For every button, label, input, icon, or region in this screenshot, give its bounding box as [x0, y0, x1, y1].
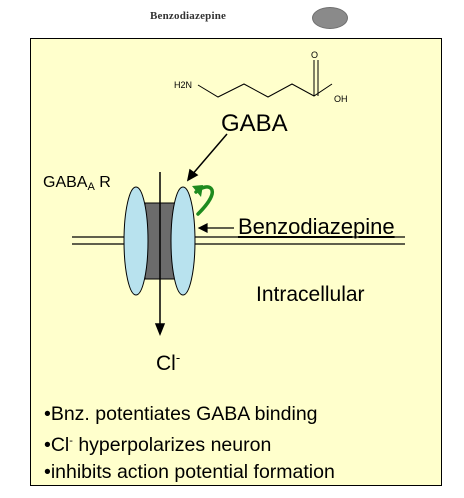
gaba-binding-arrow [186, 133, 228, 182]
benzodiazepine-label: Benzodiazepine [238, 214, 395, 239]
intracellular-label: Intracellular [256, 283, 365, 306]
chloride-label: Cl- [156, 350, 180, 376]
chloride-label-charge: - [175, 350, 181, 365]
receptor-label: GABAA R [43, 174, 111, 193]
legend: Benzodiazepine [150, 6, 350, 30]
bullet-text-suffix: hyperpolarizes neuron [72, 434, 272, 456]
carbonyl-o-label: O [311, 50, 318, 60]
receptor-subunit-left [123, 186, 149, 296]
bullet-item: •inhibits action potential formation [44, 459, 335, 486]
bullet-list: •Bnz. potentiates GABA binding •Cl- hype… [44, 401, 335, 486]
bullet-text: •Bnz. potentiates GABA binding [44, 403, 318, 425]
bullet-superscript: - [69, 435, 73, 447]
gaba-molecule [197, 60, 333, 98]
diagram-panel [30, 38, 442, 486]
bullet-item: •Bnz. potentiates GABA binding [44, 401, 335, 428]
benzodiazepine-pointer-arrow [197, 223, 234, 233]
receptor-label-tail: R [94, 174, 111, 191]
receptor-subunit-right [170, 186, 196, 296]
benzodiazepine-legend-dot [312, 7, 348, 29]
hydroxyl-label: OH [334, 94, 348, 104]
chloride-label-base: Cl [156, 352, 176, 375]
bullet-item: •Cl- hyperpolarizes neuron [44, 428, 335, 459]
amine-label: H2N [174, 80, 192, 90]
bullet-text: •Cl [44, 434, 70, 456]
bullet-text: •inhibits action potential formation [44, 461, 335, 483]
receptor-label-subscript: A [87, 181, 95, 193]
receptor-label-main: GABA [43, 174, 88, 191]
green-potentiation-arrow-icon [192, 185, 215, 216]
gaba-label: GABA [221, 110, 288, 137]
chloride-flow-arrow [154, 172, 166, 337]
legend-label: Benzodiazepine [150, 10, 227, 22]
